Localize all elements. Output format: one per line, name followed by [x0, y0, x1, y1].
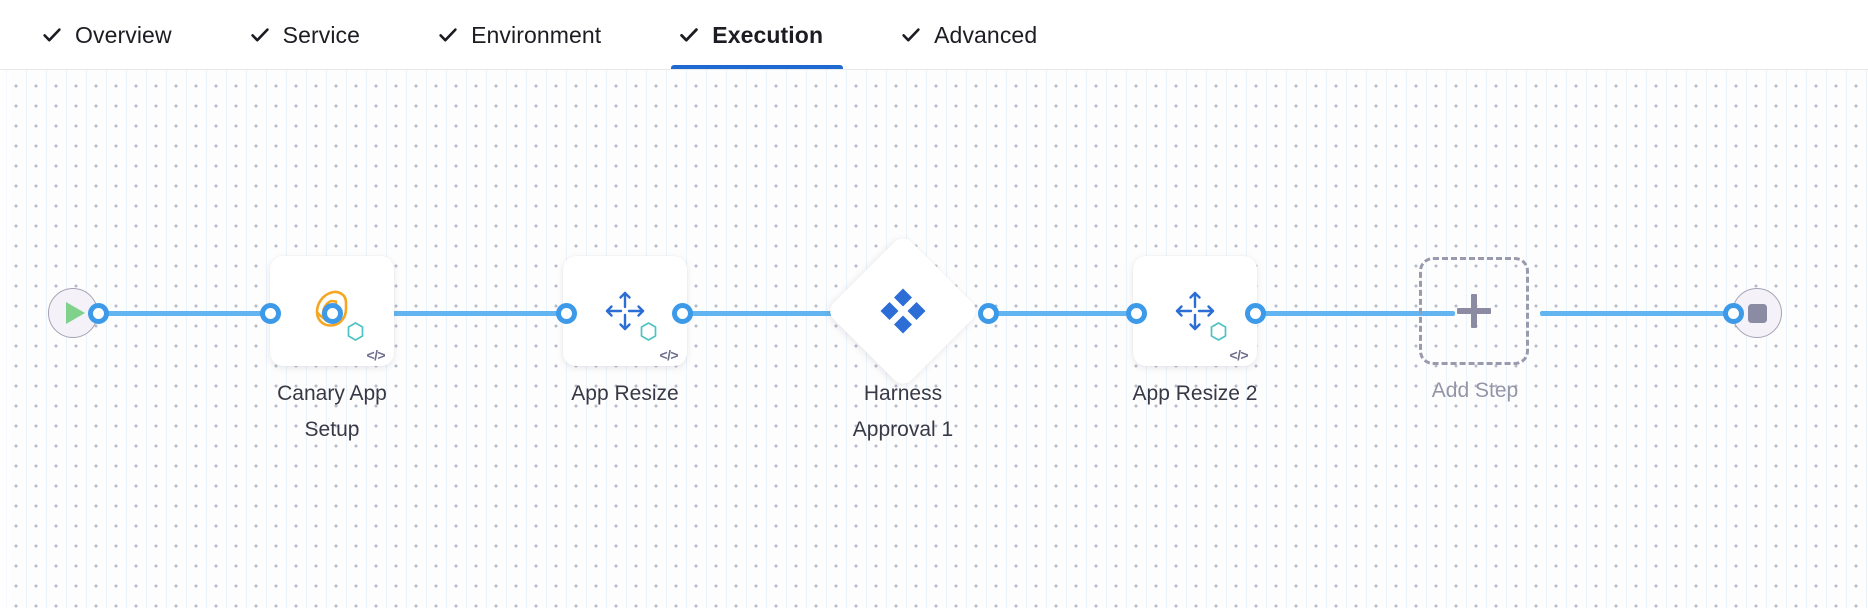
code-badge: </>	[366, 347, 386, 363]
harness-logo-icon	[877, 285, 929, 337]
check-icon	[250, 25, 270, 45]
hexagon-badge	[638, 321, 659, 342]
port-canary-out[interactable]	[322, 303, 343, 324]
connector-resize-to-approval	[682, 311, 840, 316]
tab-label: Execution	[712, 21, 824, 48]
end-node[interactable]	[1732, 288, 1782, 338]
execution-flow-graph: </> Canary App Setup	[0, 70, 1868, 608]
resize-arrows-icon	[599, 285, 657, 341]
plus-icon	[1457, 294, 1491, 328]
play-icon	[66, 302, 85, 324]
port-start-out[interactable]	[88, 303, 109, 324]
port-resize-out[interactable]	[672, 303, 693, 324]
tab-environment[interactable]: Environment	[430, 0, 627, 70]
port-resize-in[interactable]	[556, 303, 577, 324]
hexagon-badge	[345, 321, 366, 342]
node-app-resize[interactable]: </>	[563, 256, 687, 366]
code-badge: </>	[1229, 347, 1249, 363]
port-canary-in[interactable]	[260, 303, 281, 324]
add-step-button[interactable]	[1419, 257, 1529, 365]
start-node[interactable]	[48, 288, 98, 338]
pipeline-tab-bar: Overview Service Environment Execution A	[0, 0, 1868, 70]
node-app-resize-2[interactable]: </>	[1133, 256, 1257, 366]
node-label-harness-approval-1: Harness Approval 1	[852, 382, 954, 441]
tab-label: Overview	[75, 21, 172, 48]
node-harness-approval-1[interactable]	[825, 233, 981, 389]
connector-addstep-to-end	[1540, 311, 1735, 316]
check-icon	[679, 25, 699, 45]
check-icon	[438, 25, 458, 45]
node-card[interactable]: </>	[1133, 256, 1257, 366]
port-resize2-in[interactable]	[1126, 303, 1147, 324]
stop-icon	[1747, 303, 1767, 323]
port-end-in[interactable]	[1723, 303, 1744, 324]
port-approval-out[interactable]	[978, 303, 999, 324]
port-resize2-out[interactable]	[1245, 303, 1266, 324]
tab-label: Service	[282, 21, 361, 48]
connector-canary-to-resize	[390, 311, 565, 316]
tab-overview[interactable]: Overview	[34, 0, 198, 70]
connector-start-to-canary	[95, 311, 270, 316]
hexagon-badge	[1208, 321, 1229, 342]
code-badge: </>	[659, 347, 679, 363]
node-card[interactable]: </>	[563, 256, 687, 366]
tab-label: Advanced	[934, 21, 1038, 48]
tab-label: Environment	[471, 21, 602, 48]
check-icon	[901, 25, 921, 45]
connector-approval-to-resize2	[985, 311, 1135, 316]
node-label-canary-app-setup: Canary App Setup	[277, 382, 387, 441]
resize-arrows-icon	[1169, 285, 1227, 341]
tab-service[interactable]: Service	[242, 0, 386, 70]
check-icon	[42, 25, 62, 45]
node-label-app-resize: App Resize	[571, 382, 679, 405]
node-label-add-step: Add Step	[1431, 379, 1519, 402]
pipeline-canvas[interactable]: </> Canary App Setup	[0, 70, 1868, 608]
tab-execution[interactable]: Execution	[671, 0, 849, 70]
connector-resize2-to-addstep	[1255, 311, 1455, 316]
tab-advanced[interactable]: Advanced	[893, 0, 1063, 70]
node-label-app-resize-2: App Resize 2	[1132, 382, 1258, 405]
